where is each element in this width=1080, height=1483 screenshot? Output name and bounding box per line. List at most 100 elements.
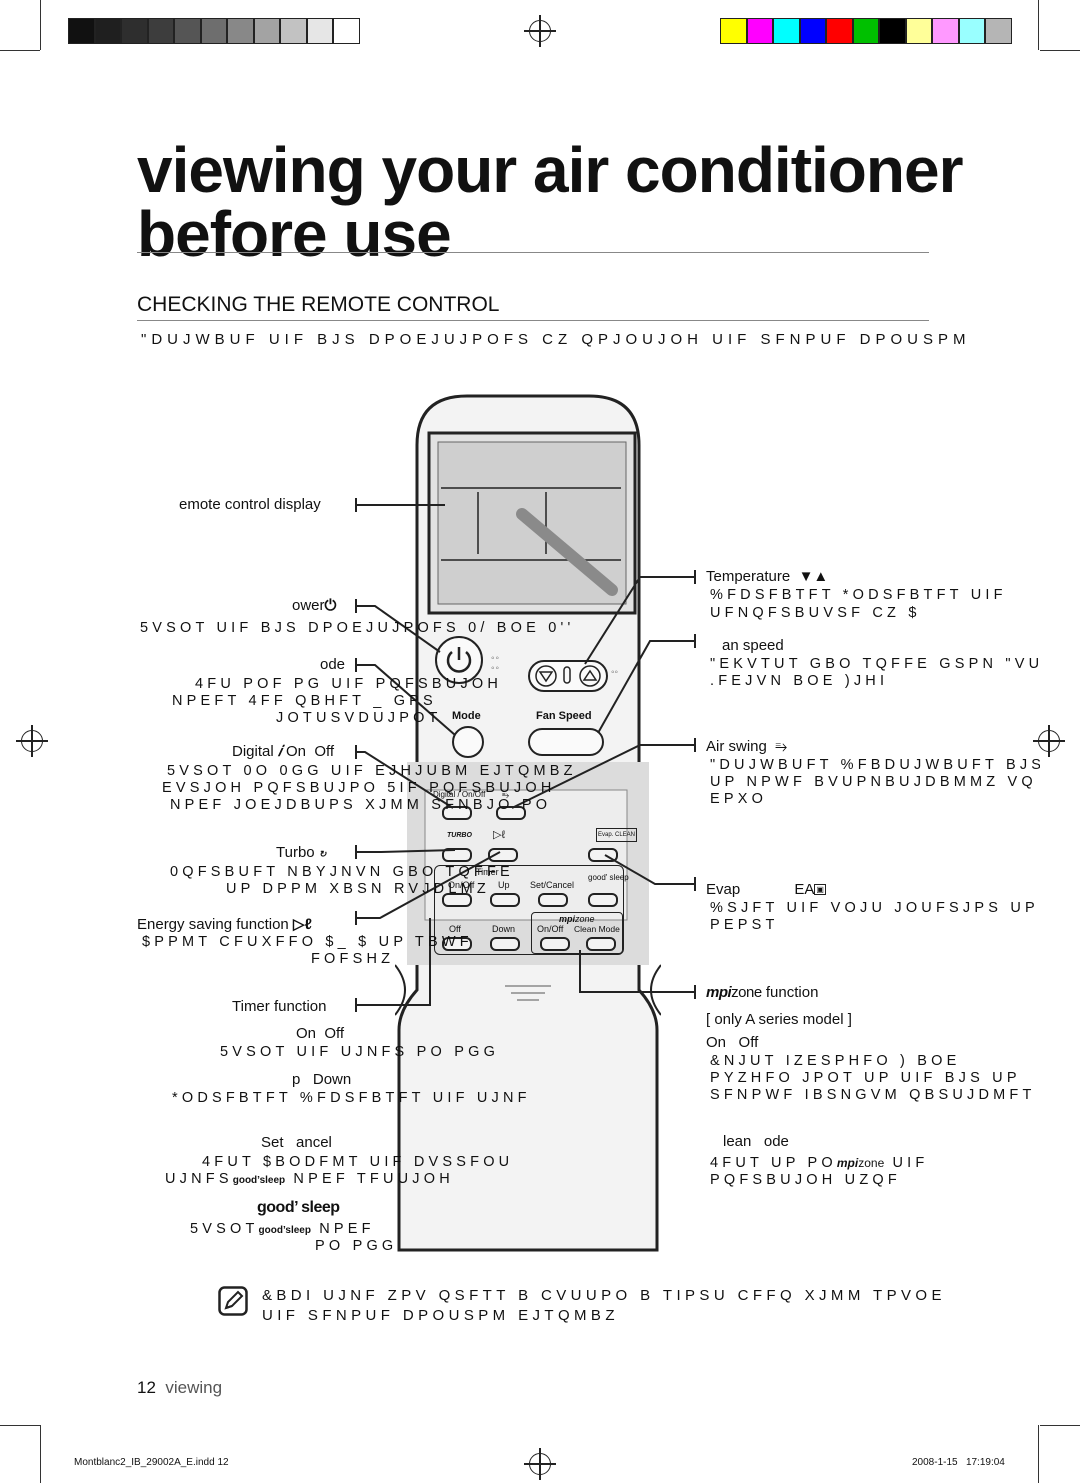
- mpi-on-off-button[interactable]: [540, 937, 570, 951]
- set-cancel-button[interactable]: [538, 893, 568, 907]
- turbo-description-2: UP DPPM XBSN RVJDLMZ: [226, 881, 490, 897]
- evap-clean-icon: ▣: [814, 884, 826, 895]
- color-swatch: [720, 18, 747, 44]
- timer-up-label: Up: [498, 880, 510, 890]
- good-sleep-description-1: 5VSOTgood’sleep NPEF: [190, 1221, 375, 1239]
- mpi-description-2: PYZHFO JPOT UP UIF BJS UP: [710, 1070, 1021, 1086]
- air-swing-callout-label: Air swing ⥱: [706, 738, 787, 756]
- digital-label-text: Digital: [232, 743, 274, 760]
- file-name: Montblanc2_IB_29002A_E.indd 12: [74, 1457, 229, 1468]
- digital-on-text: On: [286, 743, 307, 760]
- air-swing-label-text: Air swing: [706, 738, 767, 755]
- energy-description-2: FOFSHZ: [311, 951, 395, 967]
- timer-down-label: Down: [492, 924, 516, 934]
- digital-callout-label: Digital 𝑖 On Off: [232, 743, 334, 761]
- color-swatch: [253, 18, 280, 44]
- timer-down-button[interactable]: [490, 937, 520, 951]
- timer-off-label: Off: [449, 924, 461, 934]
- set-cancel-heading: Set ancel: [261, 1134, 332, 1152]
- evap-label-text: Evap: [706, 881, 741, 898]
- color-swatch: [773, 18, 800, 44]
- power-button[interactable]: [435, 636, 483, 684]
- air-swing-description-3: EPXO: [710, 791, 768, 807]
- evap-clean-callout-label: Evap EA▣: [706, 881, 826, 899]
- good-sleep-button[interactable]: [588, 893, 618, 907]
- mode-description-1: 4FU POF PG UIF PQFSBUJOH: [195, 676, 503, 692]
- mode-description-2: NPEFT 4FF QBHFT _ GPS: [172, 693, 437, 709]
- digital-off-text: Off: [314, 743, 335, 760]
- zone-logo-text: zone: [731, 984, 762, 1001]
- temperature-description-2: UFNQFSBUVSF CZ $: [710, 605, 921, 621]
- crop-mark: [1038, 1425, 1039, 1483]
- mode-text: ode: [763, 1133, 789, 1150]
- page-title: viewing your air conditioner before use: [137, 134, 963, 270]
- mpi-description-1: &NJUT IZESPHFO ) BOE: [710, 1053, 961, 1069]
- sleep-text: sleep: [285, 1225, 311, 1236]
- color-swatch: [200, 18, 227, 44]
- clean-mode-description-1: 4FUT UP POmpizone UIF: [710, 1155, 928, 1172]
- mpi-logo-text: mpi: [836, 1156, 859, 1170]
- fan-speed-callout-label: an speed: [722, 637, 784, 654]
- color-swatch: [852, 18, 879, 44]
- page-footer: 12 viewing: [137, 1378, 222, 1398]
- registration-mark-icon: [1033, 725, 1065, 757]
- sleep-text: sleep: [301, 1199, 340, 1216]
- timer-up-button[interactable]: [490, 893, 520, 907]
- page-number: 12: [137, 1378, 156, 1397]
- timer-on-off-label: On/Off: [448, 880, 475, 890]
- note-pencil-icon: [218, 1286, 248, 1316]
- mpi-function-text: function: [765, 984, 819, 1001]
- print-date: 2008-1-15 17:19:04: [912, 1457, 1005, 1468]
- turbo-button[interactable]: [442, 848, 472, 862]
- good-sleep-desc-text: 5VSOT: [190, 1221, 259, 1237]
- clean-text: lean: [723, 1133, 752, 1150]
- zone-logo-text: zone: [858, 1156, 885, 1170]
- color-swatch: [147, 18, 174, 44]
- air-swing-button[interactable]: [496, 806, 526, 820]
- intro-text: "DUJWBUF UIF BJS DPOEJUJPOFS CZ QPJOUJOH…: [141, 331, 971, 348]
- temperature-button[interactable]: [528, 660, 608, 692]
- registration-mark-icon: [524, 1448, 556, 1480]
- good-text: good: [232, 1175, 258, 1186]
- energy-label-text: Energy saving function: [137, 916, 289, 933]
- power-description: 5VSOT UIF BJS DPOEJUJPOFS 0/ BOE 0'': [140, 620, 575, 636]
- mpi-on-off-heading: On Off: [706, 1034, 758, 1052]
- fan-speed-description-1: "EKVTUT GBO TQFFE GSPN "VUP: [710, 656, 1040, 672]
- series-note: [ only A series model ]: [706, 1011, 852, 1028]
- power-label-text: ower: [292, 597, 325, 614]
- set-cancel-description-2: UJNFSgood’sleep NPEF TFUUJOH: [165, 1171, 454, 1189]
- crop-mark: [1040, 1425, 1080, 1426]
- color-swatch: [985, 18, 1012, 44]
- mpi-zone-callout-label: mpizone function: [706, 984, 818, 1002]
- mpi-zone-panel: [531, 912, 623, 954]
- mode-callout-label: ode: [320, 656, 346, 673]
- up-down-description: *ODSFBTFT %FDSFBTFT UIF UJNF: [172, 1090, 531, 1106]
- temperature-description-1: %FDSFBTFT *ODSFBTFT UIF: [710, 587, 1007, 603]
- set-cancel-desc-text-2: NPEF TFUUJOH: [293, 1171, 454, 1187]
- section-heading: CHECKING THE REMOTE CONTROL: [137, 293, 500, 316]
- timer-off-button[interactable]: [442, 937, 472, 951]
- color-swatch: [879, 18, 906, 44]
- digital-on-off-button[interactable]: [442, 806, 472, 820]
- section-rule: [137, 320, 929, 321]
- mode-button[interactable]: [452, 726, 484, 758]
- up-down-heading: p Down: [292, 1071, 351, 1089]
- color-swatch: [958, 18, 985, 44]
- clean-mode-button[interactable]: [586, 937, 616, 951]
- crop-mark: [1040, 50, 1080, 51]
- note-line-2: UIF SFNPUF DPOUSPM EJTQMBZ: [262, 1307, 619, 1324]
- energy-saving-icon: ▷ℓ: [292, 916, 312, 933]
- color-swatch: [68, 18, 95, 44]
- fan-speed-button[interactable]: [528, 728, 604, 756]
- timer-on-off-heading: On Off: [296, 1025, 344, 1043]
- timer-on-button[interactable]: [442, 893, 472, 907]
- power-icon: ⏻: [324, 597, 337, 614]
- registration-mark-icon: [524, 15, 556, 47]
- energy-saving-button[interactable]: [488, 848, 518, 862]
- color-swatch: [932, 18, 959, 44]
- timer-on-off-description: 5VSOT UIF UJNFS PO PGG: [220, 1044, 500, 1060]
- color-swatch: [799, 18, 826, 44]
- color-swatch: [905, 18, 932, 44]
- energy-small-icon: ▷ℓ: [493, 829, 506, 841]
